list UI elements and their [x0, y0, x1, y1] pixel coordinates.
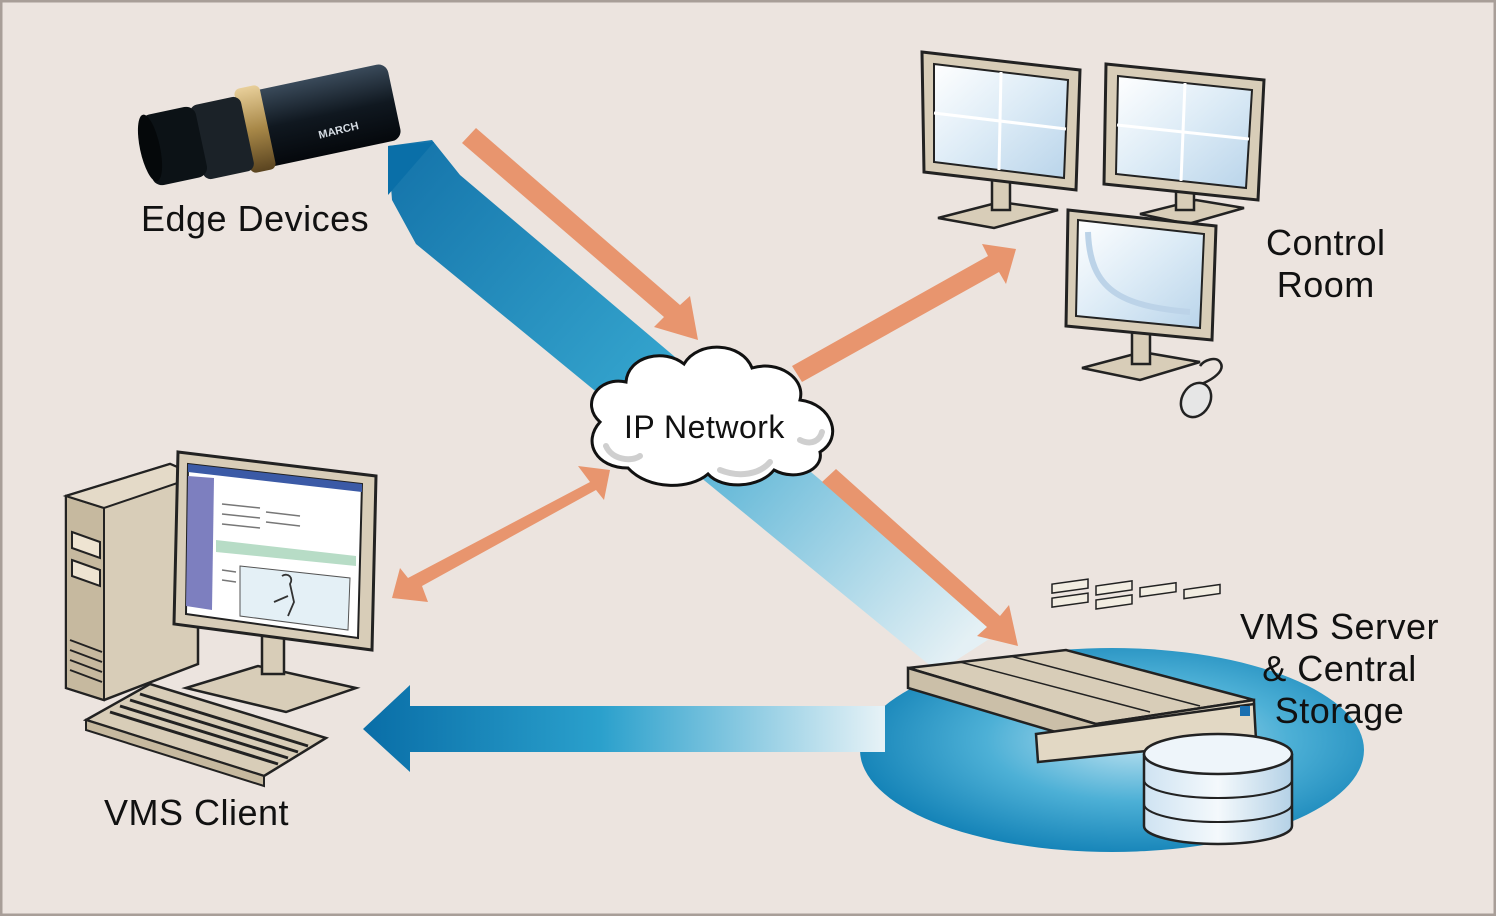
label-vms-client: VMS Client: [104, 792, 289, 834]
label-edge-devices: Edge Devices: [141, 198, 369, 240]
orange-arrow-camera-network: [462, 128, 698, 340]
monitor-icon: [1102, 62, 1266, 226]
monitor-icon: [1064, 208, 1218, 382]
label-vms-server: VMS Server & Central Storage: [1240, 606, 1439, 732]
blue-flow-arrow-client: [363, 685, 885, 772]
monitor-icon: [920, 50, 1082, 230]
vms-server-line-2: & Central: [1262, 648, 1417, 689]
blue-arrowhead-edge: [388, 142, 434, 195]
mouse-icon: [1179, 357, 1223, 419]
control-room-monitors: [920, 50, 1266, 419]
cloud-icon: [590, 345, 835, 487]
orange-arrow-network-storage: [822, 469, 1018, 646]
desktop-computer-icon: [62, 450, 378, 788]
orange-arrow-network-client: [392, 466, 610, 602]
ip-network-text: IP Network: [624, 409, 785, 445]
label-control-room: Control Room: [1266, 222, 1386, 306]
vms-client-text: VMS Client: [104, 792, 290, 833]
vms-server-line-1: VMS Server: [1240, 606, 1440, 647]
control-room-line-1: Control: [1266, 222, 1386, 263]
keyboard-icon: [82, 682, 330, 788]
database-icon: [1142, 732, 1294, 846]
server-icon: [906, 578, 1258, 764]
edge-devices-text: Edge Devices: [141, 198, 370, 239]
control-room-line-2: Room: [1276, 264, 1375, 305]
label-ip-network: IP Network: [624, 406, 785, 448]
camera-icon: MARCH: [137, 64, 401, 186]
vms-server-line-3: Storage: [1274, 690, 1405, 731]
orange-arrow-network-control: [792, 244, 1016, 382]
orange-arrows: [392, 128, 1018, 646]
